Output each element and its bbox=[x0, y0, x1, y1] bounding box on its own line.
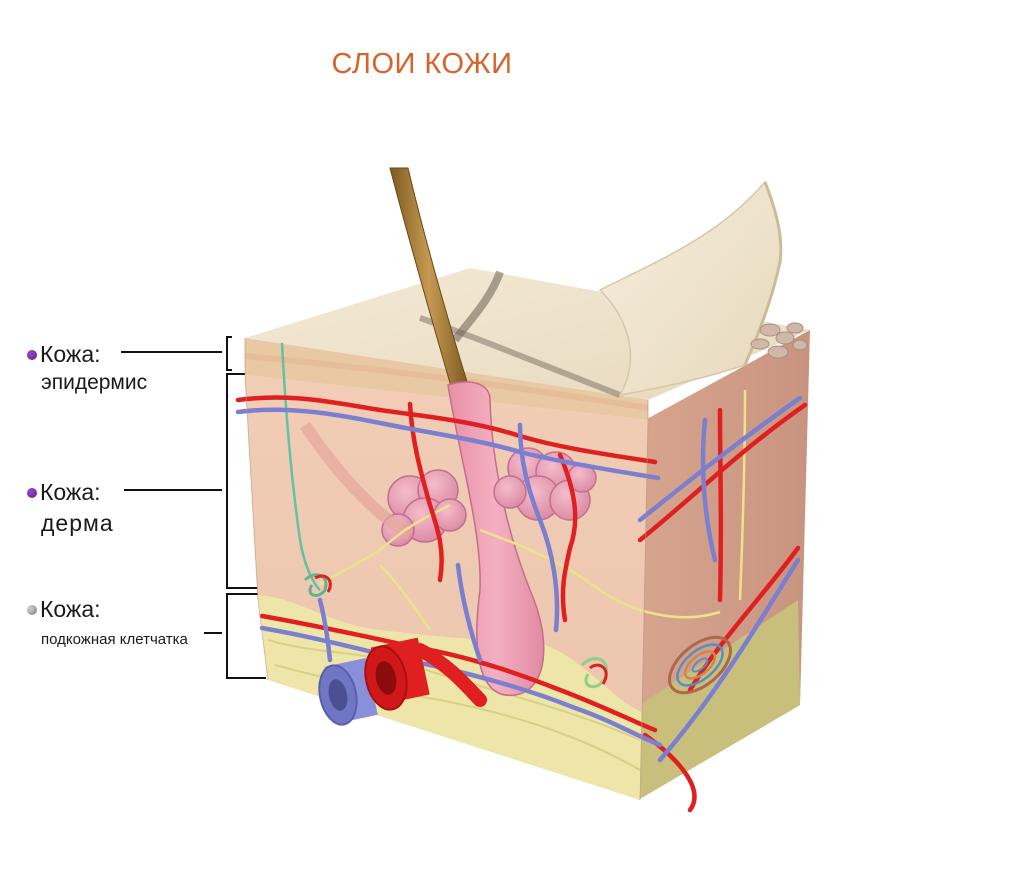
stratum-texture bbox=[750, 322, 808, 359]
label-hypodermis-heading: Кожа: bbox=[40, 596, 101, 622]
label-hypodermis-name: подкожная клетчатка bbox=[41, 631, 188, 648]
layer-brackets bbox=[121, 336, 266, 679]
nerve-fibers bbox=[319, 389, 747, 631]
diagram-title: СЛОИ КОЖИ bbox=[331, 48, 513, 80]
sebaceous-gland-right bbox=[493, 447, 597, 521]
veins bbox=[235, 395, 803, 763]
pacinian-corpuscle bbox=[668, 635, 732, 695]
label-hypodermis: Кожа: подкожная клетчатка bbox=[27, 596, 188, 648]
hypodermis-side-face bbox=[638, 600, 800, 800]
vein-large bbox=[318, 658, 378, 726]
label-epidermis-heading: Кожа: bbox=[40, 341, 101, 367]
bullet-icon bbox=[27, 604, 37, 615]
sweat-gland-left bbox=[303, 573, 332, 597]
label-dermis: Кожа: дерма bbox=[27, 479, 114, 537]
block-edges bbox=[244, 338, 649, 801]
label-epidermis-name: эпидермис bbox=[41, 371, 148, 394]
label-dermis-name: дерма bbox=[41, 510, 114, 536]
sweat-gland-right bbox=[580, 657, 609, 689]
label-epidermis: Кожа: эпидермис bbox=[27, 341, 147, 395]
bullet-icon bbox=[27, 349, 37, 360]
label-dermis-heading: Кожа: bbox=[40, 479, 101, 505]
bullet-icon bbox=[27, 487, 37, 498]
artery-large bbox=[364, 637, 487, 711]
